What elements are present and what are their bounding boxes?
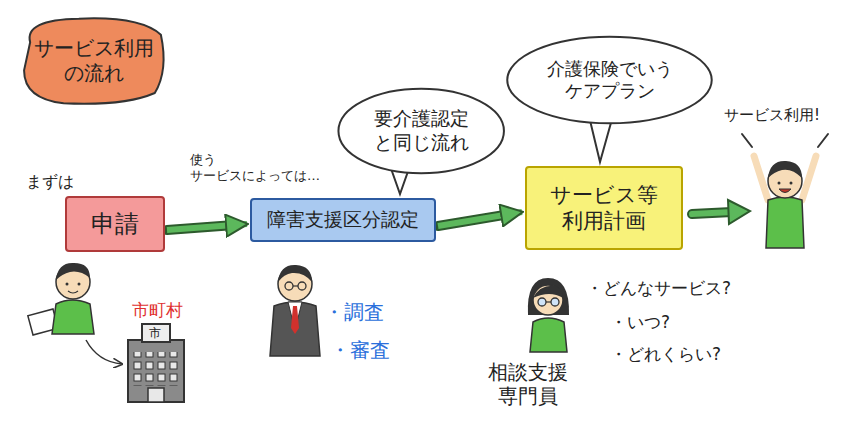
- applicant-figure: [56, 263, 90, 280]
- flow-arrow: [438, 212, 522, 226]
- service-user-figure: [754, 156, 768, 200]
- question-item: ・いつ?: [610, 312, 670, 332]
- speech-bubble: 要介護認定 と同じ流れ: [335, 86, 507, 176]
- official-figure: [293, 285, 298, 286]
- city-hall-building: [128, 324, 184, 402]
- flow-arrow: [167, 224, 247, 230]
- process-box: 申請: [65, 196, 165, 252]
- role-label: 相談支援 専門員: [476, 360, 580, 408]
- city-hall-building: [142, 324, 170, 342]
- task-item: ・審査: [330, 338, 390, 362]
- flow-arrow: [692, 212, 732, 214]
- applicant-figure: [78, 283, 81, 286]
- building-sign: 市: [149, 326, 161, 340]
- task-item: ・調査: [324, 300, 384, 324]
- bubble-ellipse: [338, 89, 503, 174]
- service-user-figure: [742, 134, 752, 147]
- box-label: 障害支援区分認定: [267, 208, 419, 232]
- consultant-figure: [533, 286, 563, 298]
- official-figure: [270, 302, 320, 356]
- official-figure: [270, 265, 320, 356]
- service-user-figure: [790, 182, 793, 185]
- flow-arrow: [728, 200, 750, 224]
- consultant-figure: [551, 298, 559, 306]
- service-user-figure: [818, 134, 828, 147]
- service-user-figure: [779, 189, 791, 193]
- official-figure: [298, 282, 306, 290]
- city-hall-building: [148, 388, 164, 402]
- question-item: ・どれくらい?: [610, 344, 721, 364]
- service-user-figure: [766, 197, 804, 248]
- service-user-figure: [742, 134, 828, 248]
- official-figure: [278, 265, 312, 282]
- title-blob: サービス利用 の流れ: [18, 14, 170, 108]
- place-label: 市町村: [132, 300, 183, 320]
- flow-arrow: [692, 200, 750, 224]
- city-hall-building: [132, 352, 180, 386]
- question-item: ・どんなサービス?: [586, 278, 731, 298]
- official-figure: [285, 282, 293, 290]
- service-user-figure: [802, 156, 816, 200]
- applicant-figure: [68, 291, 78, 293]
- service-user-figure: [778, 182, 781, 185]
- process-box: サービス等 利用計画: [525, 166, 683, 250]
- bubble-text: 要介護認定 と同じ流れ: [365, 107, 477, 155]
- service-user-figure: [768, 161, 802, 178]
- consultant-figure: [533, 285, 563, 315]
- speech-bubble: 介護保険でいう ケアプラン: [503, 34, 716, 126]
- city-hall-building: [128, 340, 184, 402]
- applicant-figure: [52, 300, 94, 334]
- title-blob-outline: [24, 18, 164, 103]
- diagram-title: サービス利用 の流れ: [31, 36, 157, 86]
- consultant-figure: [528, 278, 569, 352]
- note-text: 使う サービスによっては…: [190, 152, 308, 183]
- consultant-figure: [546, 301, 551, 302]
- box-label: サービス等 利用計画: [539, 182, 669, 235]
- exclamation-text: サービス利用!: [724, 106, 820, 124]
- bubble-text: 介護保険でいう ケアプラン: [540, 58, 680, 103]
- bubble-ellipse: [507, 37, 711, 123]
- box-label: 申請: [91, 209, 139, 239]
- applicant-figure: [28, 263, 122, 364]
- note-text: まずは: [26, 172, 74, 191]
- applicant-figure: [66, 283, 69, 286]
- consultant-figure: [538, 298, 546, 306]
- flow-arrow: [692, 212, 732, 214]
- applicant-figure: [86, 340, 122, 364]
- official-figure: [291, 306, 299, 334]
- consultant-figure: [528, 278, 569, 315]
- consultant-figure: [530, 318, 567, 352]
- process-box: 障害支援区分認定: [250, 198, 436, 242]
